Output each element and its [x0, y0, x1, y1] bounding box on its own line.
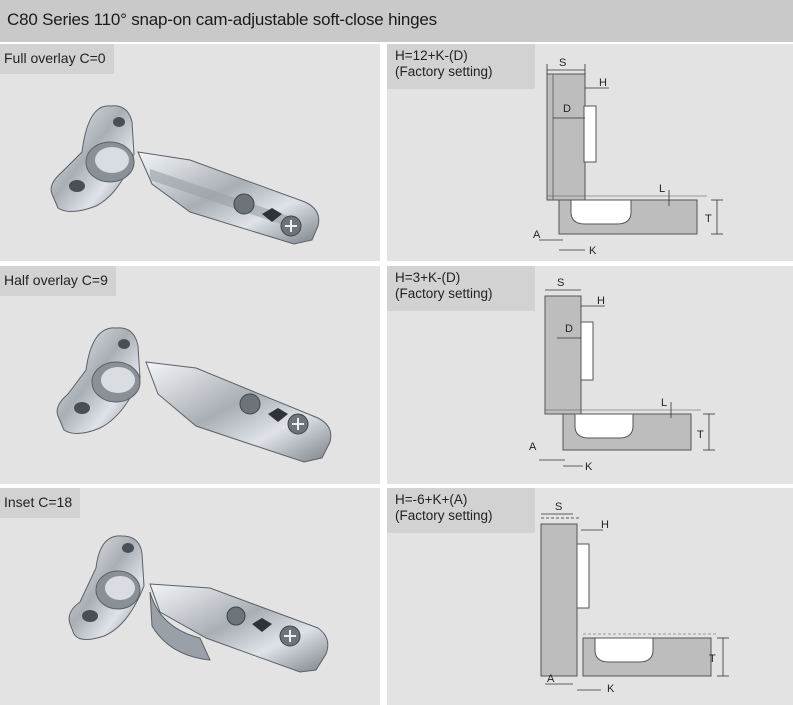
hinge-diagram-full-overlay: S H D L T A K — [533, 57, 723, 257]
dim-label-d: D — [563, 103, 571, 115]
formula: H=3+K-(D) — [395, 270, 461, 285]
title-bar: C80 Series 110° snap-on cam-adjustable s… — [0, 0, 793, 42]
dim-label-l: L — [661, 397, 667, 409]
page-title: C80 Series 110° snap-on cam-adjustable s… — [7, 10, 437, 29]
hinge-photo-full-overlay — [50, 105, 320, 245]
overlay-label: Half overlay C=9 — [0, 266, 116, 296]
hinge-diagram-inset: S H T A K — [540, 501, 729, 695]
dim-label-t: T — [709, 653, 716, 665]
dim-label-a: A — [533, 229, 541, 241]
dim-label-h: H — [597, 295, 605, 307]
diagram-panel-inset: H=-6+K+(A) (Factory setting) S H T A K — [387, 488, 793, 705]
formula-tag: H=3+K-(D) (Factory setting) — [387, 266, 535, 311]
factory-setting-note: (Factory setting) — [395, 64, 493, 79]
overlay-label: Full overlay C=0 — [0, 44, 114, 74]
factory-setting-note: (Factory setting) — [395, 508, 493, 523]
dim-label-h: H — [601, 519, 609, 531]
dim-label-s: S — [555, 501, 562, 513]
overlay-label: Inset C=18 — [0, 488, 81, 518]
diagram-panel-half-overlay: H=3+K-(D) (Factory setting) S H D L T A … — [387, 266, 793, 484]
hinge-diagram-half-overlay: S H D L T A K — [529, 277, 715, 473]
dim-label-h: H — [599, 77, 607, 89]
hinge-photo-inset — [68, 535, 329, 673]
formula: H=12+K-(D) — [395, 48, 468, 63]
formula: H=-6+K+(A) — [395, 492, 468, 507]
hinge-photo-panel-half-overlay: Half overlay C=9 — [0, 266, 380, 484]
factory-setting-note: (Factory setting) — [395, 286, 493, 301]
dim-label-t: T — [697, 429, 704, 441]
dim-label-a: A — [547, 673, 555, 685]
dim-label-d: D — [565, 323, 573, 335]
dim-label-k: K — [607, 683, 615, 695]
dim-label-l: L — [659, 183, 665, 195]
dim-label-a: A — [529, 441, 537, 453]
formula-tag: H=12+K-(D) (Factory setting) — [387, 44, 535, 89]
hinge-photo-panel-inset: Inset C=18 — [0, 488, 380, 705]
dim-label-s: S — [559, 57, 566, 69]
dim-label-k: K — [585, 461, 593, 473]
diagram-panel-full-overlay: H=12+K-(D) (Factory setting) S H D L T A — [387, 44, 793, 261]
hinge-photo-half-overlay — [56, 327, 332, 463]
formula-tag: H=-6+K+(A) (Factory setting) — [387, 488, 535, 533]
dim-label-t: T — [705, 213, 712, 225]
dim-label-s: S — [557, 277, 564, 289]
dim-label-k: K — [589, 245, 597, 257]
hinge-photo-panel-full-overlay: Full overlay C=0 — [0, 44, 380, 261]
